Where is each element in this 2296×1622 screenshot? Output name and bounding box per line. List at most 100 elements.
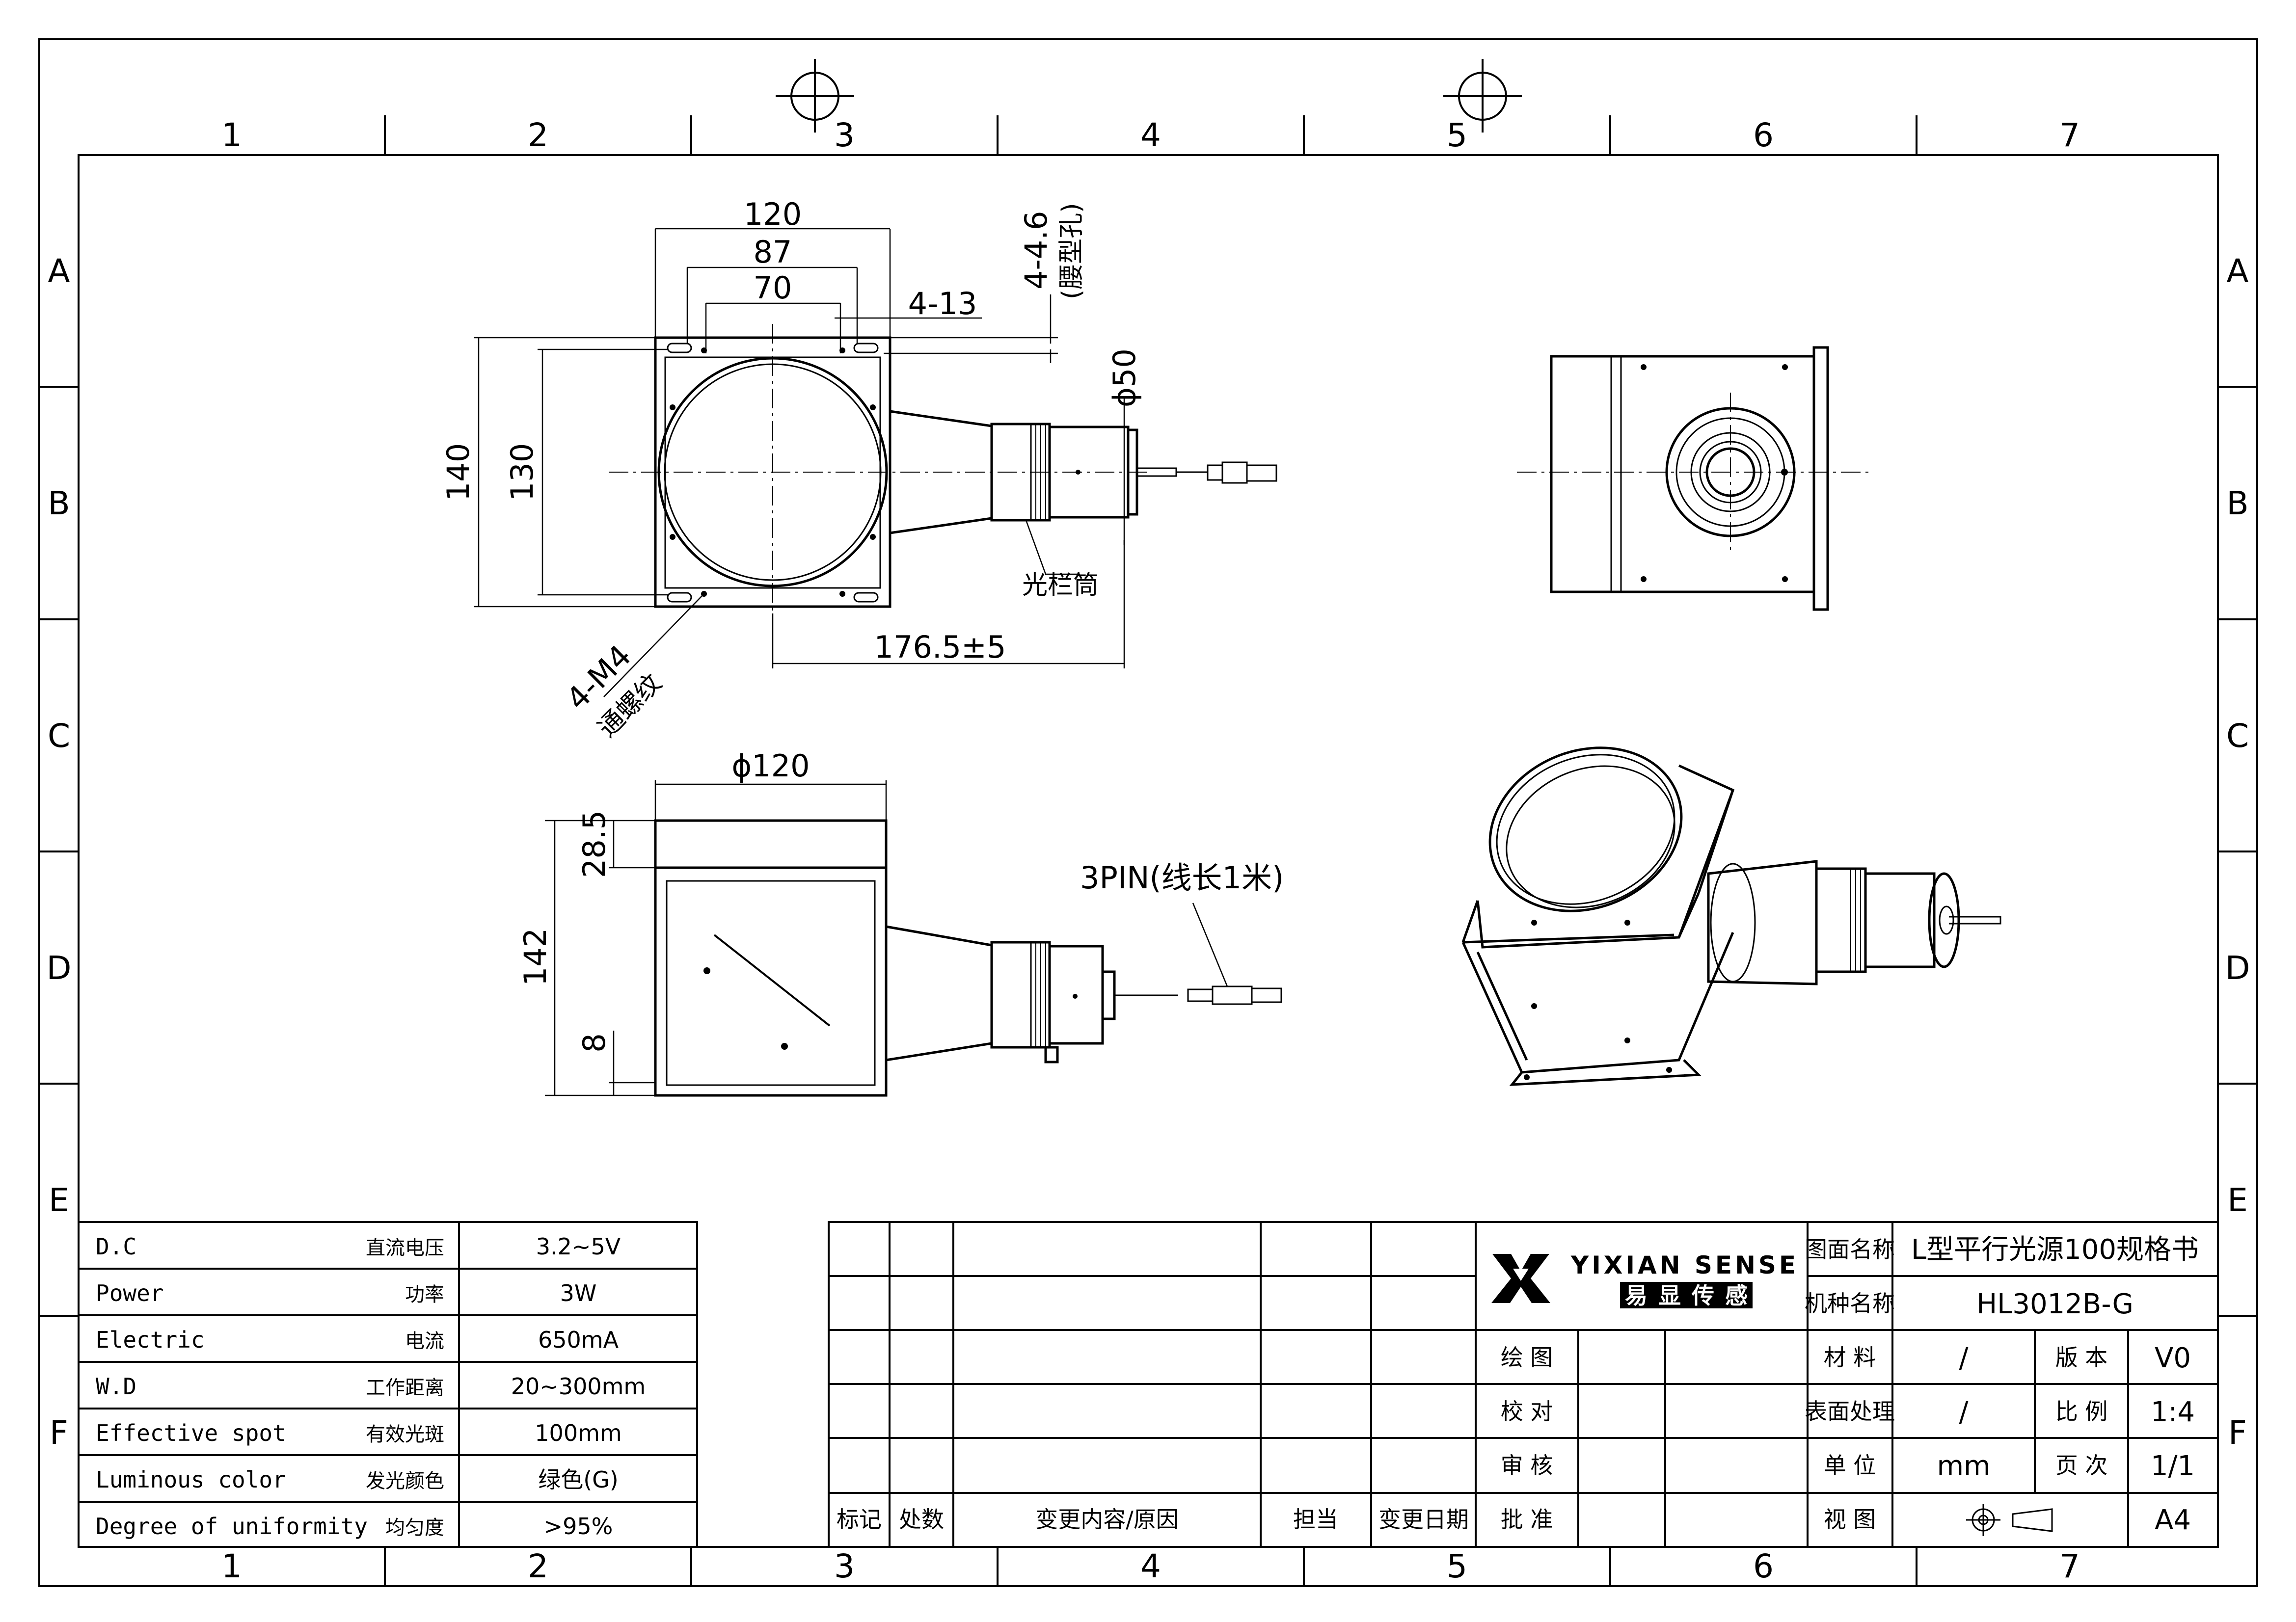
- dim-140: 140: [440, 443, 476, 501]
- label-check: 校 对: [1501, 1398, 1553, 1425]
- dim-4-4.6: 4-4.6: [1018, 211, 1054, 290]
- spec-label-en: D.C: [96, 1233, 136, 1260]
- spec-label-en: Degree of uniformity: [96, 1513, 368, 1540]
- rev-header-count: 处数: [899, 1506, 944, 1533]
- spec-label-cn: 工作距离: [366, 1377, 444, 1399]
- zone-col-top-5: 5: [1447, 116, 1467, 154]
- top-view-dimensions: [474, 228, 1125, 697]
- label-draw: 绘 图: [1501, 1344, 1553, 1371]
- model-number: HL3012B-G: [1976, 1288, 2134, 1320]
- spec-label-en: Effective spot: [96, 1420, 286, 1446]
- isometric-view: [1461, 746, 2001, 1086]
- label-model: 机种名称: [1805, 1290, 1895, 1317]
- spec-label-en: Power: [96, 1280, 163, 1306]
- spec-label-cn: 电流: [405, 1330, 444, 1353]
- label-3pin-cable: 3PIN(线长1米): [1080, 860, 1284, 896]
- centering-mark-right: [1443, 59, 1522, 133]
- zone-row-left-e: E: [49, 1181, 69, 1219]
- version-value: V0: [2155, 1342, 2191, 1374]
- zone-row-right-a: A: [2226, 252, 2248, 290]
- side-view-dimensions: [545, 780, 1228, 1096]
- dim-120: 120: [744, 196, 802, 232]
- dim-phi50: ϕ50: [1107, 348, 1142, 407]
- zone-col-top-1: 1: [221, 116, 242, 154]
- unit-value: mm: [1937, 1450, 1990, 1482]
- dim-28.5: 28.5: [576, 810, 612, 878]
- zone-col-top-4: 4: [1140, 116, 1161, 154]
- zone-row-right-f: F: [2228, 1414, 2247, 1452]
- zone-row-right-b: B: [2226, 484, 2248, 522]
- zone-row-left-b: B: [48, 484, 70, 522]
- rev-header-person: 担当: [1293, 1506, 1338, 1533]
- rev-header-date: 变更日期: [1378, 1506, 1469, 1533]
- dim-8: 8: [576, 1033, 612, 1052]
- front-view: [1517, 346, 1870, 611]
- spec-value: 20~300mm: [511, 1373, 646, 1400]
- zone-col-bottom-7: 7: [2059, 1547, 2080, 1585]
- spec-value: >95%: [544, 1513, 613, 1540]
- zone-col-bottom-4: 4: [1140, 1547, 1161, 1585]
- surface-value: /: [1959, 1396, 1969, 1428]
- spec-value: 3W: [560, 1280, 597, 1306]
- scale-value: 1:4: [2151, 1396, 2195, 1428]
- zone-col-bottom-2: 2: [528, 1547, 548, 1585]
- dim-130: 130: [504, 443, 540, 501]
- spec-label-en: Electric: [96, 1327, 205, 1353]
- spec-label-cn: 有效光斑: [366, 1423, 444, 1446]
- zone-row-left-a: A: [48, 252, 70, 290]
- label-material: 材 料: [1824, 1344, 1876, 1371]
- spec-value: 3.2~5V: [536, 1233, 621, 1260]
- paper-size: A4: [2155, 1504, 2191, 1536]
- label-version: 版 本: [2055, 1344, 2108, 1371]
- zone-row-right-e: E: [2227, 1181, 2248, 1219]
- dim-4-4.6-note: (腰型孔): [1057, 203, 1086, 299]
- drawing-name: L型平行光源100规格书: [1911, 1234, 2199, 1266]
- spec-label-cn: 直流电压: [366, 1237, 444, 1259]
- sheet-frame: [38, 38, 2258, 1587]
- zone-row-left-c: C: [48, 717, 70, 755]
- label-drawing-name: 图面名称: [1805, 1236, 1895, 1263]
- label-view: 视 图: [1824, 1506, 1876, 1533]
- title-block: YIXIAN SENSE 易 显 传 感 标记 处数 变更内容/原因 担当 变更…: [828, 1221, 2219, 1548]
- spec-value: 绿色(G): [538, 1466, 619, 1493]
- zone-col-top-3: 3: [834, 116, 855, 154]
- zone-col-top-7: 7: [2059, 116, 2080, 154]
- top-view-dimension-text: 120 87 70 4-13 4-4.6 (腰型孔) ϕ50 140 130 1…: [440, 196, 1142, 743]
- zone-col-top-2: 2: [528, 116, 548, 154]
- side-view-dimension-text: ϕ120 142 28.5 8 3PIN(线长1米): [517, 748, 1284, 1053]
- material-value: /: [1959, 1342, 1969, 1374]
- label-approve: 批 准: [1501, 1506, 1553, 1533]
- rev-header-mark: 标记: [837, 1506, 882, 1533]
- third-angle-projection-icon: [1966, 1504, 2053, 1536]
- label-unit: 单 位: [1824, 1452, 1876, 1479]
- dim-87: 87: [754, 234, 792, 270]
- label-surface: 表面处理: [1805, 1398, 1895, 1425]
- isometric-view-holes: [1524, 920, 1672, 1080]
- zone-row-left-f: F: [50, 1414, 68, 1452]
- rev-header-content: 变更内容/原因: [1035, 1506, 1179, 1533]
- brand-cn-2: 显: [1658, 1282, 1681, 1309]
- brand-cn-3: 传: [1691, 1282, 1714, 1309]
- label-scale: 比 例: [2055, 1398, 2108, 1425]
- zone-col-bottom-5: 5: [1447, 1547, 1467, 1585]
- top-view: [609, 324, 1277, 618]
- spec-label-en: W.D: [96, 1373, 136, 1400]
- brand-name-cn: 易 显 传 感: [1620, 1282, 1753, 1309]
- brand-logo-mark: [1491, 1254, 1550, 1303]
- zone-row-left-d: D: [47, 949, 72, 987]
- label-aperture-barrel: 光栏筒: [1022, 571, 1099, 600]
- zone-col-bottom-1: 1: [221, 1547, 242, 1585]
- zone-col-bottom-3: 3: [834, 1547, 855, 1585]
- zone-col-top-6: 6: [1753, 116, 1774, 154]
- brand-name-en: YIXIAN SENSE: [1570, 1251, 1799, 1279]
- dim-phi120: ϕ120: [731, 748, 810, 784]
- dim-70: 70: [754, 270, 792, 306]
- zone-labels: 1 2 3 4 5 6 7 1 2 3 4 5 6 7 A B C D E F …: [47, 116, 2250, 1585]
- spec-label-en: Luminous color: [96, 1466, 286, 1493]
- dim-142: 142: [517, 928, 553, 986]
- side-view: [654, 819, 1282, 1097]
- zone-col-bottom-6: 6: [1753, 1547, 1774, 1585]
- brand-cn-1: 易: [1625, 1282, 1648, 1309]
